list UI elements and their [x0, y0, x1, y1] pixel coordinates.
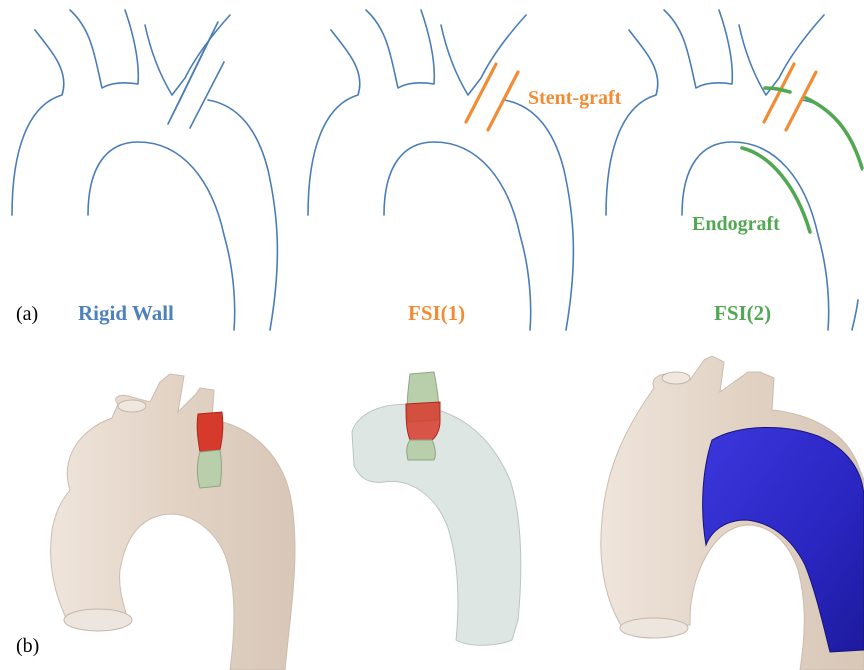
panel-label-b: (b) [16, 635, 39, 657]
annotation-endograft: Endograft [692, 213, 780, 235]
fsi2-aorta-outlet [620, 618, 688, 638]
fsi1-stent-green-lower [407, 440, 436, 460]
rigid-stent-tube [168, 22, 224, 128]
fsi2-endograft [742, 88, 862, 232]
fsi2-stent-graft [764, 64, 816, 130]
rigid-branch-left [70, 10, 138, 88]
rigid-stent-green [197, 450, 221, 488]
rigid-aorta-outlet [64, 609, 132, 631]
title-fsi2: FSI(2) [714, 301, 771, 325]
render-rigid-aorta [51, 374, 295, 670]
fsi1-aorta-body [352, 404, 521, 645]
title-rigid-wall: Rigid Wall [78, 301, 174, 325]
render-fsi2-aorta [601, 356, 864, 670]
panel-label-a: (a) [16, 303, 38, 325]
fsi2-branch-cap [662, 372, 690, 384]
annotation-stent-graft: Stent-graft [528, 87, 622, 109]
fsi1-stent-red [406, 402, 440, 440]
fsi1-stent-graft [466, 64, 518, 130]
title-fsi1: FSI(1) [408, 301, 465, 325]
fsi1-outline [308, 10, 573, 330]
rigid-branch-cap [118, 400, 146, 412]
fsi2-outline [606, 10, 862, 330]
render-fsi1-aorta [352, 372, 521, 645]
rigid-stent-red [197, 412, 223, 452]
rigid-wall-outline [12, 10, 277, 330]
rigid-outer-wall [12, 30, 64, 215]
